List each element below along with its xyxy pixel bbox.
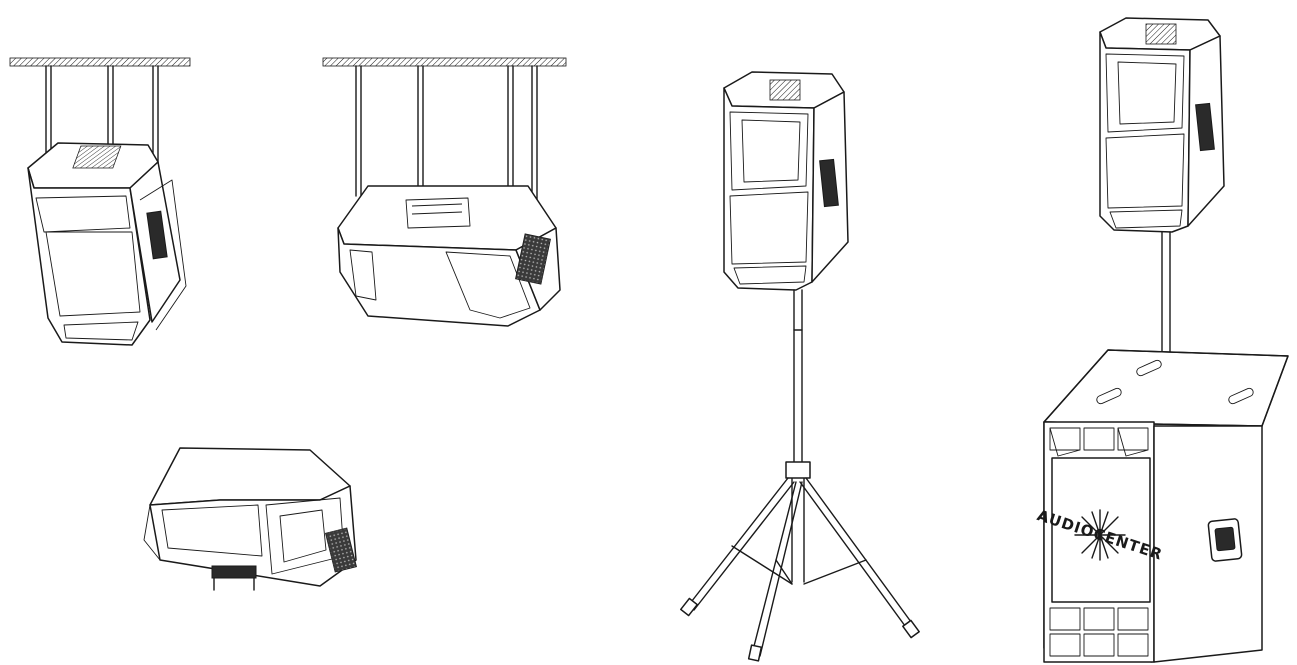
ceiling-beam bbox=[9, 57, 191, 67]
panel-hanging-horizontal bbox=[322, 57, 567, 327]
panel-tripod-stand bbox=[680, 71, 920, 662]
speaker-cabinet bbox=[723, 71, 849, 291]
speaker-cabinet bbox=[143, 447, 357, 591]
logo-starburst-icon bbox=[1074, 509, 1126, 561]
ceiling-beam bbox=[322, 57, 567, 67]
speaker-cabinet bbox=[27, 142, 187, 346]
panel-floor-monitor bbox=[143, 447, 357, 591]
subwoofer-cabinet bbox=[1043, 349, 1289, 663]
stand-collar bbox=[785, 461, 811, 479]
carry-handle bbox=[211, 565, 257, 579]
panel-hanging-tilted bbox=[9, 57, 191, 346]
speaker-cabinet bbox=[1099, 17, 1225, 233]
speaker-cabinet bbox=[337, 185, 561, 327]
suspension-cables bbox=[45, 65, 159, 181]
suspension-cables bbox=[355, 65, 538, 201]
tripod-stand bbox=[680, 289, 920, 662]
panel-subwoofer-pole bbox=[1043, 17, 1289, 663]
